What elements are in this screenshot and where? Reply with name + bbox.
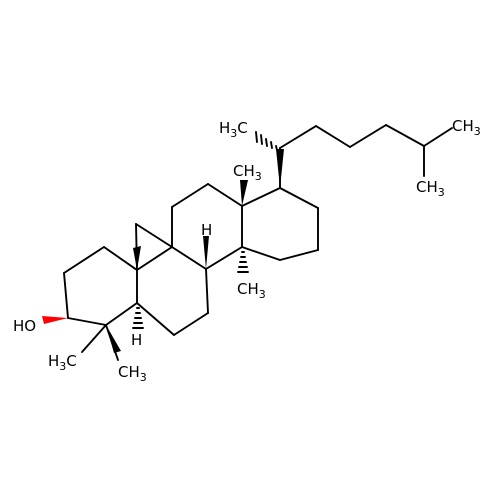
methyl-c14-label: CH3 [237, 280, 266, 301]
hashed-wedge-c5-h [132, 307, 144, 329]
wedge-c4-methyl [106, 325, 121, 353]
hydroxyl-label: HO [13, 317, 36, 335]
ring-junction-h-upper-label: H [201, 221, 212, 239]
ring-d [241, 187, 319, 261]
wedge-c13-methyl [240, 180, 248, 206]
ring-b [136, 246, 209, 336]
cyclopropane-ring [135, 223, 173, 271]
hashed-wedge-c20-methyl [255, 131, 278, 151]
solid-wedge-bonds [42, 149, 284, 353]
wedge-c9-h [203, 236, 209, 269]
hashed-wedge-c14-methyl [237, 251, 249, 273]
methyl-c4a-label: H3C [48, 352, 77, 373]
methyl-c4b-label: CH3 [118, 363, 147, 384]
methyl-c25-label: CH3 [452, 117, 481, 138]
ring-a [63, 246, 138, 326]
wedge-c10-cyclopropane [132, 267, 137, 270]
wedge-c3-hydroxyl [42, 316, 68, 324]
methyl-c25b-label: CH3 [416, 178, 445, 199]
wedge-c17-side-chain [276, 149, 284, 188]
ring-junction-h-lower-label: H [131, 331, 142, 349]
ring-c [171, 183, 243, 270]
methyl-c20-label: H3C [219, 119, 248, 140]
methyl-c13-label: CH3 [233, 162, 262, 183]
wedge-c10-ring [133, 246, 141, 270]
